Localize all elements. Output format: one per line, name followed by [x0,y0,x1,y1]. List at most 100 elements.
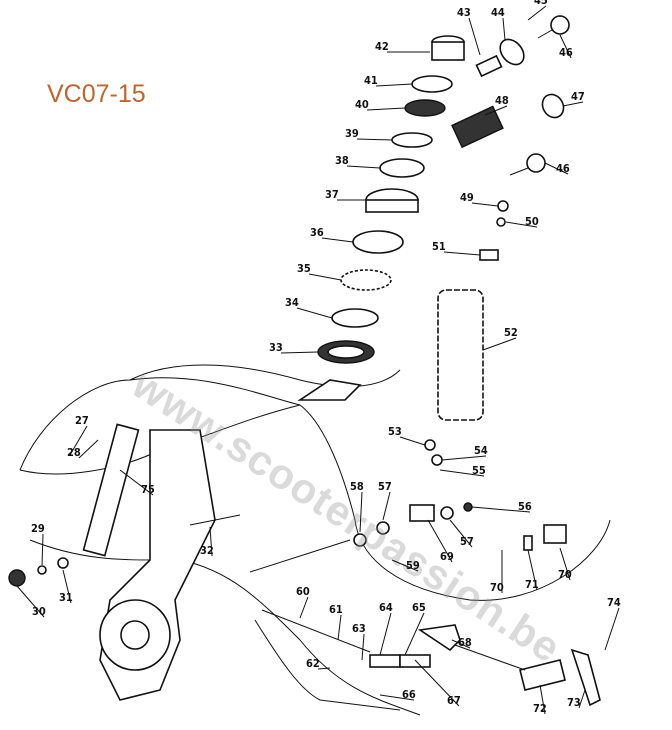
leader-line [356,138,393,141]
part-number-label: 31 [59,591,73,604]
part-number-label: 63 [352,622,366,635]
part-number-label: 68 [458,636,472,649]
part-number-label: 45 [534,0,548,7]
leader-line [321,237,354,243]
part-number-label: 28 [67,446,81,459]
leader-line [482,337,517,351]
part-number-label: 70 [558,568,572,581]
part-number-label: 72 [533,702,547,715]
leader-line [375,83,413,87]
part-number-label: 33 [269,341,283,354]
part-number-label: 38 [335,154,349,167]
part-number-label: 71 [525,578,539,591]
leader-line [427,519,453,563]
leader-line [299,596,309,619]
part-number-label: 60 [296,585,310,598]
leader-line [441,455,487,461]
part-number-label: 47 [571,90,585,103]
part-number-label: 67 [447,694,461,707]
leader-line [16,585,45,618]
part-number-label: 56 [518,500,532,513]
part-number-label: 57 [460,535,474,548]
part-number-label: 42 [375,40,389,53]
leader-line [578,689,586,709]
part-number-label: 46 [559,46,573,59]
part-number-label: 74 [607,596,621,609]
part-number-label: 36 [310,226,324,239]
part-number-label: 65 [412,601,426,614]
part-number-label: 59 [406,559,420,572]
leader-line [317,667,331,670]
part-number-label: 50 [525,215,539,228]
leader-line [382,491,391,521]
part-number-label: 39 [345,127,359,140]
leader-line [544,162,569,175]
part-number-label: 64 [379,601,393,614]
part-number-label: 29 [31,522,45,535]
spring [437,289,484,421]
bearing-stack [317,35,465,364]
leader-line [505,221,538,228]
part-number-label: 41 [364,74,378,87]
part-number-label: 61 [329,603,343,616]
leader-line [209,526,213,557]
leader-line [366,107,406,111]
leader-line [443,251,481,256]
leader-line [308,273,342,281]
leader-line [414,659,460,707]
leader-line [527,5,547,21]
leader-line [502,17,506,41]
leader-line [559,547,571,581]
leader-line [296,307,333,319]
leader-line [359,491,363,533]
part-number-label: 32 [200,544,214,557]
leader-line [280,351,319,354]
part-number-label: 70 [490,581,504,594]
part-number-label: 58 [350,480,364,493]
part-number-label: 49 [460,191,474,204]
leader-line [62,569,72,604]
leader-line [471,506,531,513]
part-number-label: 66 [402,688,416,701]
leader-line [361,633,365,661]
leader-line [604,607,620,651]
leader-line [484,105,508,116]
part-number-label: 57 [378,480,392,493]
leader-line [527,549,538,591]
leader-line [539,684,546,715]
leader-line [451,639,471,649]
leader-line [562,101,584,107]
leader-line [346,165,381,169]
leader-line [379,694,415,701]
leader-line [439,469,485,477]
part-number-label: 48 [495,94,509,107]
part-number-label: 40 [355,98,369,111]
part-number-label: 52 [504,326,518,339]
leader-line [449,519,473,548]
part-number-label: 43 [457,6,471,19]
leader-line [391,559,419,572]
leader-line [337,614,342,641]
leader-line [468,17,481,56]
leader-line [78,439,99,459]
part-number-label: 51 [432,240,446,253]
part-number-label: 69 [440,550,454,563]
diagram-code: VC07-15 [47,80,146,108]
part-number-label: 73 [567,696,581,709]
part-number-label: 75 [141,483,155,496]
leader-line [41,533,44,566]
part-number-label: 35 [297,262,311,275]
part-number-label: 34 [285,296,299,309]
part-number-label: 62 [306,657,320,670]
leader-line [471,202,499,207]
part-number-label: 44 [491,6,505,19]
part-number-label: 53 [388,425,402,438]
part-number-label: 27 [75,414,89,427]
part-number-label: 30 [32,605,46,618]
leader-line [379,612,392,656]
leader-line [119,469,154,496]
leader-line [399,436,426,446]
